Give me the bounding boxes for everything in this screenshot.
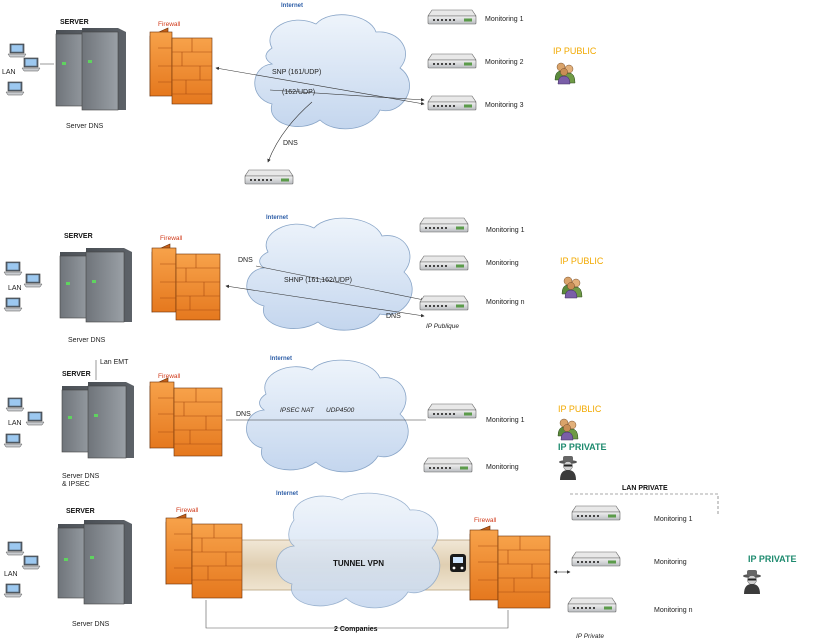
monitoring-1-label: Monitoring 1	[485, 16, 524, 23]
server-label: SERVER	[62, 371, 91, 378]
lan-label: LAN	[8, 420, 22, 427]
dns-left-label: DNS	[238, 257, 253, 264]
lan-label: LAN	[2, 69, 16, 76]
lan-label: LAN	[8, 285, 22, 292]
monitoring-2-label: Monitoring 2	[485, 59, 524, 66]
users-icon	[554, 62, 576, 85]
dns-right-label: DNS	[386, 313, 401, 320]
dns-label: DNS	[236, 411, 251, 418]
monitoring-label: Monitoring	[486, 464, 519, 471]
server-label: SERVER	[66, 508, 95, 515]
internet-label: Internet	[266, 215, 288, 221]
firewall-label: Firewall	[158, 373, 181, 380]
lan-private-label: LAN PRIVATE	[622, 485, 668, 492]
monitoring-n-router-icon	[567, 597, 617, 613]
internet-label: Internet	[281, 3, 303, 9]
panel-vpn-tunnel: SERVER Server DNS LAN Internet TUNNEL VP…	[3, 485, 797, 640]
firewall-right-icon	[469, 525, 551, 609]
monitoring-2-router-icon	[427, 53, 477, 69]
firewall-icon	[151, 243, 221, 321]
internet-cloud	[246, 359, 409, 473]
firewall-left-label: Firewall	[176, 507, 199, 514]
monitoring-1-router-icon	[427, 9, 477, 25]
monitoring-n-router-icon	[419, 295, 469, 311]
ip-private-label: IP PRIVATE	[558, 442, 607, 452]
private-user-icon	[558, 455, 578, 481]
monitoring-1-label: Monitoring 1	[486, 417, 525, 424]
snmp-port-label: SNP (161/UDP)	[272, 69, 321, 76]
users-icon	[561, 276, 583, 299]
monitoring-router-icon	[571, 551, 621, 567]
lan-private-bracket	[570, 493, 719, 514]
server-icon	[57, 520, 132, 605]
monitoring-1-label: Monitoring 1	[654, 516, 693, 523]
firewall-label: Firewall	[160, 235, 183, 242]
monitoring-3-router-icon	[427, 95, 477, 111]
dns-router-icon	[244, 169, 294, 185]
ip-public-label: IP PUBLIC	[560, 256, 604, 266]
server-dns-label: Server DNS	[68, 337, 106, 344]
firewall-label: Firewall	[158, 21, 181, 28]
ip-private-small-label: IP Private	[576, 633, 604, 640]
monitoring-1-router-icon	[419, 217, 469, 233]
panel-shnp-public: SERVER Server DNS LAN Firewall Internet …	[3, 215, 604, 344]
two-companies-label: 2 Companies	[334, 626, 378, 633]
tunnel-vpn-label: TUNNEL VPN	[333, 559, 384, 568]
monitoring-n-label: Monitoring n	[486, 299, 525, 306]
server-dns-label: Server DNS	[62, 473, 100, 480]
udp162-label: (162/UDP)	[282, 89, 315, 96]
monitoring-n-label: Monitoring n	[654, 607, 693, 614]
monitoring-1-router-icon	[427, 403, 477, 419]
ipsec-label: & IPSEC	[62, 481, 90, 488]
ipsec-nat-label: IPSEC NAT	[280, 407, 315, 414]
server-dns-label: Server DNS	[66, 123, 104, 130]
internet-label: Internet	[276, 491, 298, 497]
firewall-right-label: Firewall	[474, 517, 497, 524]
ip-public-label: IP PUBLIC	[553, 46, 597, 56]
server-icon	[59, 248, 132, 323]
monitoring-1-router-icon	[571, 505, 621, 521]
internet-cloud	[276, 492, 441, 609]
lan-laptops	[3, 541, 41, 598]
lan-label: LAN	[4, 571, 18, 578]
server-icon	[61, 382, 134, 459]
shnp-port-label: SHNP (161,162/UDP)	[284, 277, 352, 284]
bus-icon	[450, 554, 466, 572]
ip-private-label: IP PRIVATE	[748, 554, 797, 564]
monitoring-label: Monitoring	[486, 260, 519, 267]
dns-label: DNS	[283, 140, 298, 147]
panel-ipsec: SERVER Lan EMT Server DNS & IPSEC LAN Fi…	[3, 356, 607, 488]
server-label: SERVER	[60, 19, 89, 26]
panel-snmp-public: SERVER Server DNS LAN Firewall Interne	[2, 3, 597, 185]
monitoring-label: Monitoring	[654, 559, 687, 566]
firewall-icon	[149, 27, 213, 105]
firewall-icon	[149, 377, 223, 457]
users-icon	[557, 418, 579, 441]
udp4500-label: UDP4500	[326, 407, 355, 414]
server-label: SERVER	[64, 233, 93, 240]
monitoring-3-label: Monitoring 3	[485, 102, 524, 109]
ip-publique-label: IP Publique	[426, 323, 459, 330]
monitoring-router-icon	[423, 457, 473, 473]
firewall-left-icon	[165, 513, 243, 599]
server-dns-label: Server DNS	[72, 621, 110, 628]
monitoring-1-label: Monitoring 1	[486, 227, 525, 234]
internet-label: Internet	[270, 356, 292, 362]
private-user-icon	[742, 569, 762, 595]
server-icon	[55, 28, 126, 111]
lan-emt-label: Lan EMT	[100, 359, 129, 366]
monitoring-router-icon	[419, 255, 469, 271]
ip-public-label: IP PUBLIC	[558, 404, 602, 414]
